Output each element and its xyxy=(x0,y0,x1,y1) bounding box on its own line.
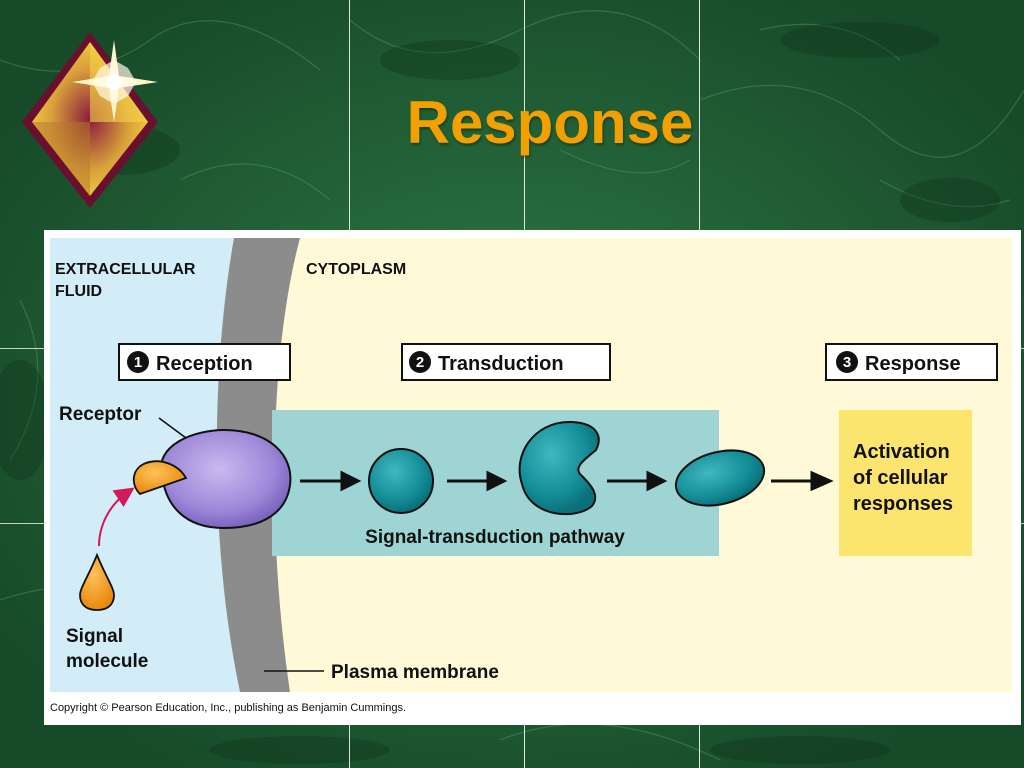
response-box xyxy=(839,410,972,556)
step-label: Transduction xyxy=(438,353,564,375)
receptor-protein xyxy=(159,428,292,530)
response-line: of cellular xyxy=(853,467,948,489)
copyright-text: Copyright © Pearson Education, Inc., pub… xyxy=(50,702,407,714)
binding-arrow xyxy=(98,487,135,547)
signal-pathway-diagram: EXTRACELLULAR FLUID CYTOPLASM 1 Receptio… xyxy=(50,238,1012,692)
receptor-leader-line xyxy=(158,417,187,439)
extracellular-label-line1: EXTRACELLULAR xyxy=(55,261,196,278)
response-line: Activation xyxy=(853,441,950,463)
step-number: 3 xyxy=(843,354,851,371)
relay-molecule-2 xyxy=(518,420,600,516)
diamond-star-icon xyxy=(22,32,158,208)
membrane-label: Plasma membrane xyxy=(331,662,499,683)
pathway-label: Signal-transduction pathway xyxy=(365,527,625,548)
response-line: responses xyxy=(853,493,953,515)
step-transduction: 2 Transduction xyxy=(401,343,611,381)
step-number: 2 xyxy=(416,354,424,371)
cytoplasm-label: CYTOPLASM xyxy=(306,261,406,278)
step-label: Response xyxy=(865,353,961,375)
signal-label-line2: molecule xyxy=(66,651,148,672)
step-number: 1 xyxy=(134,354,142,371)
signal-molecule xyxy=(79,552,115,611)
bound-signal-molecule xyxy=(132,460,188,496)
step-response: 3 Response xyxy=(825,343,998,381)
slide-title: Response xyxy=(406,89,694,156)
extracellular-label-line2: FLUID xyxy=(55,283,102,300)
relay-molecule-3 xyxy=(674,449,766,507)
relay-molecule-1 xyxy=(368,448,434,514)
step-label: Reception xyxy=(156,353,253,375)
pathway-arrows xyxy=(300,470,834,492)
receptor-label: Receptor xyxy=(59,404,142,425)
cell-signaling-figure: EXTRACELLULAR FLUID CYTOPLASM 1 Receptio… xyxy=(44,230,1021,725)
signal-label-line1: Signal xyxy=(66,626,123,647)
step-reception: 1 Reception xyxy=(118,343,291,381)
